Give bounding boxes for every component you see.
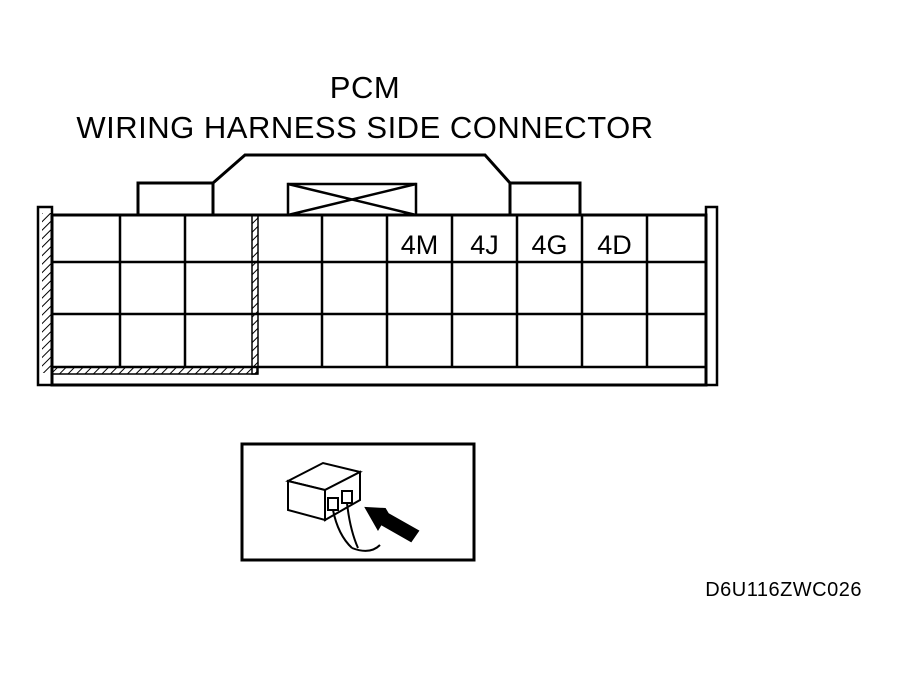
connector-view-arrow-icon	[285, 461, 420, 552]
connector-body	[36, 205, 719, 387]
pin-label-4j: 4J	[470, 230, 499, 260]
diagram-subtitle: WIRING HARNESS SIDE CONNECTOR	[76, 110, 654, 145]
pin-label-4g: 4G	[531, 230, 567, 260]
pin-label-4d: 4D	[597, 230, 632, 260]
keyway-x-icon	[286, 182, 418, 217]
diagram-title: PCM	[329, 70, 401, 105]
figure-code: D6U116ZWC026	[705, 579, 862, 601]
inset-view-box	[240, 442, 476, 562]
pin-label-4m: 4M	[401, 230, 439, 260]
connector-hood	[136, 153, 582, 215]
cavity-grid	[52, 215, 706, 369]
